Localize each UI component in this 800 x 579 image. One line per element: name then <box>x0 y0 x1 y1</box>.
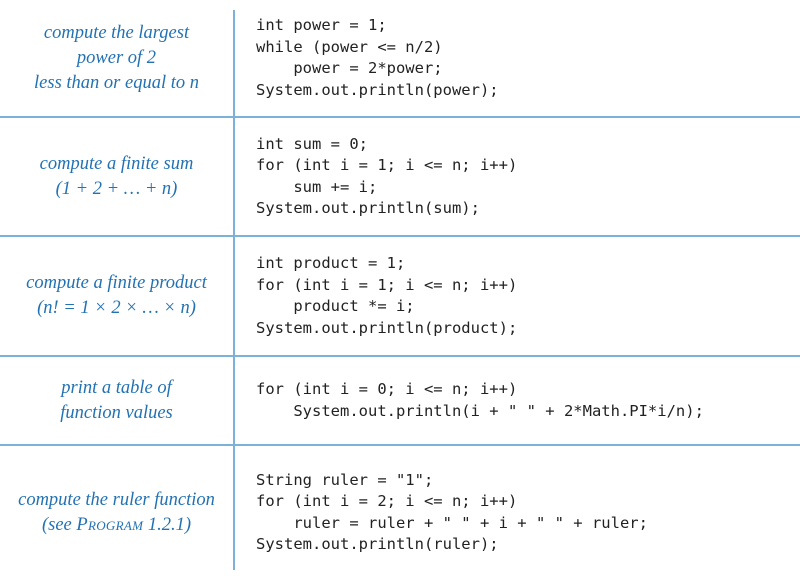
table-row-finite-product: compute a finite product (n! = 1 × 2 × …… <box>0 237 800 357</box>
code-cell: for (int i = 0; i <= n; i++) System.out.… <box>233 357 800 444</box>
caption-line: function values <box>60 402 173 423</box>
code-line: for (int i = 1; i <= n; i++) <box>256 275 518 294</box>
caption-ref-prefix: (see <box>41 514 77 535</box>
code-line: for (int i = 2; i <= n; i++) <box>256 492 518 510</box>
code-line: int sum = 0; <box>256 134 368 153</box>
table-row-power-of-two: compute the largest power of 2 less than… <box>0 0 800 118</box>
code-line: for (int i = 1; i <= n; i++) <box>256 156 518 174</box>
code-line: System.out.println(sum); <box>256 199 480 217</box>
code-line: sum += i; <box>256 177 378 196</box>
table-row-finite-sum: compute a finite sum (1 + 2 + … + n) int… <box>0 118 800 237</box>
caption-ref-suffix: 1.2.1) <box>143 514 192 535</box>
code-line: ruler = ruler + " " + i + " " + ruler; <box>256 513 648 532</box>
caption-line: compute a finite sum <box>39 153 194 174</box>
code-line: power = 2*power; <box>256 59 443 77</box>
caption-line: (1 + 2 + … + n) <box>55 178 178 199</box>
caption-line: print a table of <box>61 377 172 398</box>
caption-line: less than or equal to n <box>34 72 199 93</box>
code-line: System.out.println(ruler); <box>256 535 499 553</box>
caption-cell: compute the largest power of 2 less than… <box>0 0 233 116</box>
code-snippet: String ruler = "1"; for (int i = 2; i <=… <box>256 470 648 556</box>
code-line: int power = 1; <box>256 16 387 34</box>
code-cell: String ruler = "1"; for (int i = 2; i <=… <box>233 446 800 579</box>
code-line: for (int i = 0; i <= n; i++) <box>256 380 518 398</box>
code-cell: int product = 1; for (int i = 1; i <= n;… <box>233 237 800 355</box>
row-caption: compute a finite sum (1 + 2 + … + n) <box>40 152 194 202</box>
caption-line-program-ref: (see Program 1.2.1) <box>18 513 215 538</box>
code-line: int product = 1; <box>256 254 406 272</box>
code-line: while (power <= n/2) <box>256 37 443 56</box>
code-line: product *= i; <box>256 297 415 315</box>
row-caption: compute a finite product (n! = 1 × 2 × …… <box>26 271 207 321</box>
code-cell: int power = 1; while (power <= n/2) powe… <box>233 0 800 116</box>
code-snippet: for (int i = 0; i <= n; i++) System.out.… <box>256 379 704 422</box>
row-caption: print a table of function values <box>60 376 173 426</box>
row-caption: compute the largest power of 2 less than… <box>34 21 199 96</box>
caption-line: power of 2 <box>76 47 157 68</box>
caption-cell: compute a finite product (n! = 1 × 2 × …… <box>0 237 233 355</box>
caption-ref-program: Program <box>76 514 144 535</box>
code-snippet: int sum = 0; for (int i = 1; i <= n; i++… <box>256 134 517 220</box>
caption-cell: compute a finite sum (1 + 2 + … + n) <box>0 118 233 235</box>
code-snippet: int product = 1; for (int i = 1; i <= n;… <box>256 253 517 339</box>
code-snippet: int power = 1; while (power <= n/2) powe… <box>256 15 499 101</box>
row-caption: compute the ruler function (see Program … <box>18 488 215 538</box>
caption-cell: print a table of function values <box>0 357 233 444</box>
caption-line: (n! = 1 × 2 × … × n) <box>37 298 196 318</box>
code-line: System.out.println(i + " " + 2*Math.PI*i… <box>256 401 704 420</box>
code-cell: int sum = 0; for (int i = 1; i <= n; i++… <box>233 118 800 235</box>
caption-cell: compute the ruler function (see Program … <box>0 446 233 579</box>
code-line: System.out.println(power); <box>256 80 499 99</box>
column-divider-line <box>233 10 235 570</box>
code-line: System.out.println(product); <box>256 318 518 337</box>
caption-line: compute a finite product <box>26 273 207 293</box>
code-line: String ruler = "1"; <box>256 470 434 489</box>
table-row-ruler-function: compute the ruler function (see Program … <box>0 446 800 579</box>
table-row-function-values: print a table of function values for (in… <box>0 357 800 446</box>
caption-line: compute the largest <box>43 22 190 43</box>
caption-line: compute the ruler function <box>18 489 215 510</box>
